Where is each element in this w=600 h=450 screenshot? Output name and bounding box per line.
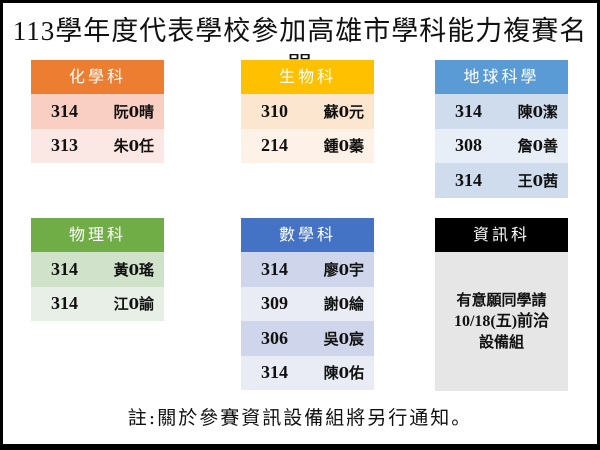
class-number: 314	[51, 100, 78, 121]
page-title: 113學年度代表學校參加高雄市學科能力複賽名單	[12, 16, 588, 82]
table-row: 309 謝0綸	[241, 286, 374, 321]
class-number: 306	[261, 327, 288, 348]
message-line-1: 有意願同學請	[456, 291, 547, 309]
student-name: 陳0佑	[323, 364, 364, 383]
header-information: 資訊科	[435, 218, 568, 252]
table-row: 313 朱0任	[31, 128, 164, 163]
class-number: 214	[261, 135, 288, 156]
class-number: 308	[455, 135, 482, 156]
header-biology: 生物科	[241, 60, 374, 94]
student-name: 謝0綸	[323, 295, 364, 314]
student-name: 黃0瑤	[113, 260, 154, 279]
table-biology: 生物科 310 蘇0元 214 鍾0蓁	[241, 60, 374, 163]
table-row: 314 陳0佑	[241, 355, 374, 390]
class-number: 310	[261, 100, 288, 121]
class-number: 314	[261, 362, 288, 383]
slide: 113學年度代表學校參加高雄市學科能力複賽名單 化學科 314 阮0晴 313 …	[3, 3, 597, 444]
student-name: 蘇0元	[323, 102, 364, 121]
student-name: 朱0任	[113, 137, 154, 156]
student-name: 江0諭	[113, 295, 154, 314]
class-number: 314	[455, 169, 482, 190]
student-name: 詹0善	[517, 137, 558, 156]
table-row: 306 吳0宸	[241, 321, 374, 356]
table-physics: 物理科 314 黃0瑤 314 江0諭	[31, 218, 164, 321]
table-row: 314 黃0瑤	[31, 252, 164, 287]
table-row: 314 王0茜	[435, 163, 568, 198]
student-name: 阮0晴	[113, 102, 154, 121]
header-earth-science: 地球科學	[435, 60, 568, 94]
class-number: 314	[51, 293, 78, 314]
table-row: 308 詹0善	[435, 128, 568, 163]
table-row: 314 阮0晴	[31, 94, 164, 129]
student-name: 吳0宸	[323, 329, 364, 348]
student-name: 鍾0蓁	[323, 137, 364, 156]
table-row: 214 鍾0蓁	[241, 128, 374, 163]
table-row: 310 蘇0元	[241, 94, 374, 129]
class-number: 314	[455, 100, 482, 121]
table-math: 數學科 314 廖0宇 309 謝0綸 306 吳0宸 314 陳0佑	[241, 218, 374, 390]
message-line-3: 設備組	[478, 333, 524, 351]
table-row: 314 陳0潔	[435, 94, 568, 129]
class-number: 314	[51, 258, 78, 279]
header-chemistry: 化學科	[31, 60, 164, 94]
student-name: 陳0潔	[517, 102, 558, 121]
table-information: 資訊科 有意願同學請 10/18(五)前洽 設備組	[435, 218, 568, 391]
header-physics: 物理科	[31, 218, 164, 252]
footnote: 註:關於參賽資訊設備組將另行通知。	[127, 407, 473, 429]
class-number: 309	[261, 293, 288, 314]
message-line-2: 10/18(五)前洽	[453, 313, 550, 330]
student-name: 王0茜	[517, 171, 558, 190]
table-earth-science: 地球科學 314 陳0潔 308 詹0善 314 王0茜	[435, 60, 568, 198]
information-message: 有意願同學請 10/18(五)前洽 設備組	[435, 252, 568, 391]
table-row: 314 江0諭	[31, 286, 164, 321]
table-chemistry: 化學科 314 阮0晴 313 朱0任	[31, 60, 164, 163]
student-name: 廖0宇	[323, 260, 364, 279]
class-number: 313	[51, 135, 78, 156]
table-row: 314 廖0宇	[241, 252, 374, 287]
header-math: 數學科	[241, 218, 374, 252]
class-number: 314	[261, 258, 288, 279]
